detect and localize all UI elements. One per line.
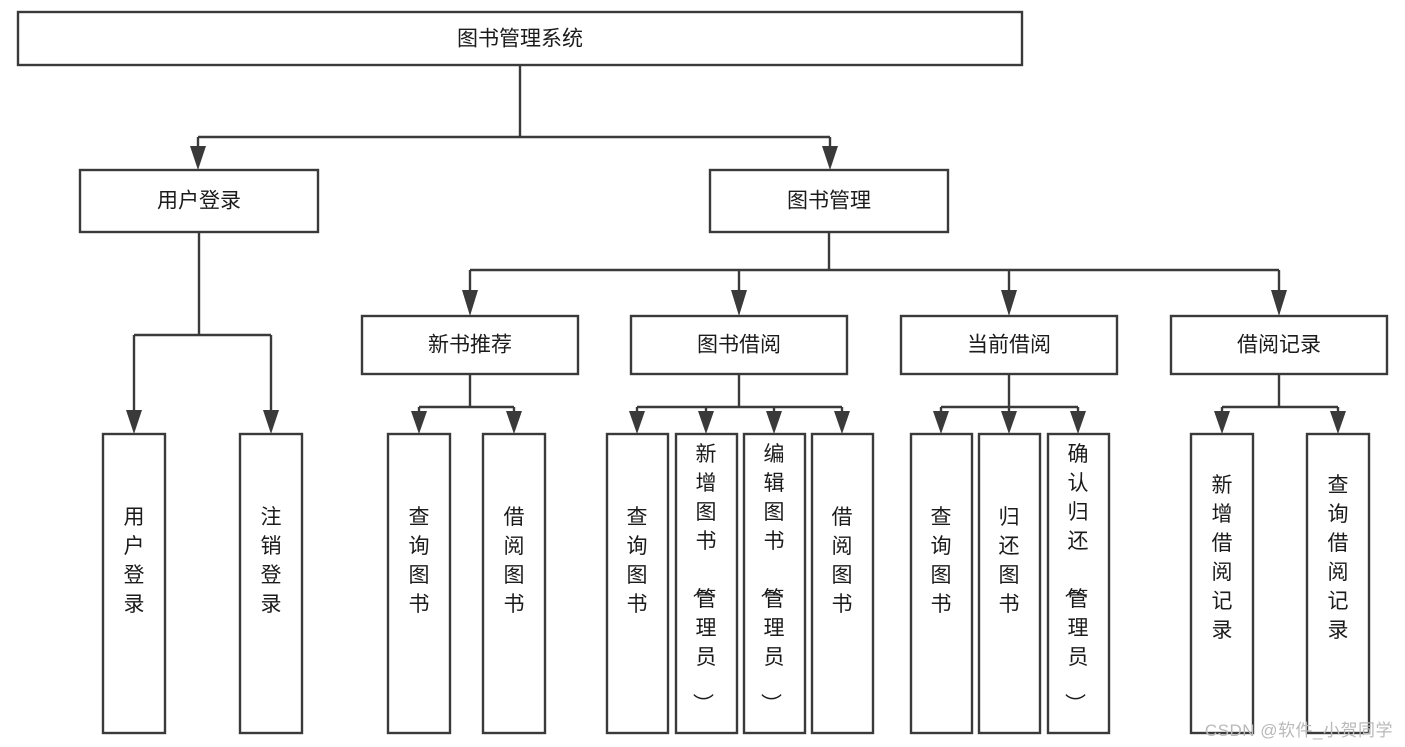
- node-leaf-edit-book-box[interactable]: [742, 432, 807, 735]
- arrow-head-book-manage: [822, 146, 838, 170]
- node-leaf-logout-label: 注销登录: [261, 506, 282, 616]
- node-leaf-return-book-box[interactable]: [977, 432, 1042, 735]
- node-current-borrow-box[interactable]: [899, 314, 1119, 376]
- node-user-login[interactable]: 用户登录: [78, 168, 320, 234]
- arrow-head-leaf-add-record: [1214, 411, 1230, 434]
- arrow-head-leaf-confirm-return: [1070, 411, 1086, 434]
- node-borrow-record[interactable]: 借阅记录: [1169, 314, 1389, 376]
- node-leaf-query-record[interactable]: 查询借阅记录: [1305, 432, 1371, 735]
- node-book-manage-box[interactable]: [708, 168, 950, 234]
- arrow-head-leaf-borrow-book-1: [506, 411, 522, 434]
- node-leaf-borrow-book-2-box[interactable]: [810, 432, 875, 735]
- node-book-borrow-box[interactable]: [629, 314, 849, 376]
- node-root[interactable]: 图书管理系统: [16, 10, 1024, 67]
- node-leaf-user-login-box[interactable]: [101, 432, 167, 735]
- node-leaf-query-book-1-box[interactable]: [386, 432, 452, 735]
- node-leaf-confirm-return[interactable]: 确认归还（管理员）: [1046, 432, 1111, 735]
- node-leaf-return-book[interactable]: 归还图书: [977, 432, 1042, 735]
- node-leaf-return-book-label: 归还图书: [999, 506, 1020, 616]
- node-leaf-edit-book[interactable]: 编辑图书（管理员）: [742, 432, 807, 735]
- node-new-book-recommend-label: 新书推荐: [428, 334, 512, 357]
- arrow-head-borrow-record: [1271, 290, 1287, 316]
- arrow-head-leaf-edit-book: [766, 411, 782, 434]
- node-root-label: 图书管理系统: [457, 28, 583, 51]
- arrow-head-book-borrow: [731, 290, 747, 316]
- node-leaf-query-book-1[interactable]: 查询图书: [386, 432, 452, 735]
- node-user-login-label: 用户登录: [157, 190, 241, 213]
- arrow-head-user-login: [190, 146, 206, 170]
- node-leaf-confirm-return-box[interactable]: [1046, 432, 1111, 735]
- node-current-borrow[interactable]: 当前借阅: [899, 314, 1119, 376]
- node-leaf-query-book-3-label: 查询图书: [931, 506, 952, 616]
- node-leaf-add-book[interactable]: 新增图书（管理员）: [674, 432, 739, 735]
- node-leaf-user-login[interactable]: 用户登录: [101, 432, 167, 735]
- node-book-borrow[interactable]: 图书借阅: [629, 314, 849, 376]
- arrow-head-leaf-query-book-3: [933, 411, 949, 434]
- node-leaf-query-book-3-box[interactable]: [909, 432, 974, 735]
- node-leaf-borrow-book-1-label: 借阅图书: [504, 506, 525, 616]
- node-leaf-logout-box[interactable]: [238, 432, 304, 735]
- node-leaf-query-book-2-label: 查询图书: [627, 506, 648, 616]
- arrow-head-leaf-add-book: [698, 411, 714, 434]
- arrow-head-leaf-query-record: [1330, 411, 1346, 434]
- node-leaf-add-record[interactable]: 新增借阅记录: [1189, 432, 1255, 735]
- arrow-head-leaf-return-book: [1001, 411, 1017, 434]
- node-leaf-borrow-book-1[interactable]: 借阅图书: [481, 432, 547, 735]
- node-leaf-add-book-box[interactable]: [674, 432, 739, 735]
- node-leaf-query-book-3[interactable]: 查询图书: [909, 432, 974, 735]
- arrow-head-current-borrow: [1001, 290, 1017, 316]
- arrow-head-leaf-query-book-2: [629, 411, 645, 434]
- node-leaf-borrow-book-1-box[interactable]: [481, 432, 547, 735]
- node-borrow-record-box[interactable]: [1169, 314, 1389, 376]
- node-current-borrow-label: 当前借阅: [967, 334, 1051, 357]
- node-new-book-recommend-box[interactable]: [360, 314, 580, 376]
- node-leaf-borrow-book-2-label: 借阅图书: [832, 506, 853, 616]
- node-leaf-user-login-label: 用户登录: [124, 506, 145, 616]
- node-leaf-query-record-label: 查询借阅记录: [1328, 474, 1349, 642]
- node-user-login-box[interactable]: [78, 168, 320, 234]
- watermark-text: CSDN @软件_小贺同学: [1204, 721, 1393, 740]
- arrow-head-leaf-query-book-1: [411, 411, 427, 434]
- node-leaf-query-book-2[interactable]: 查询图书: [605, 432, 670, 735]
- node-leaf-add-record-box[interactable]: [1189, 432, 1255, 735]
- arrow-head-leaf-logout: [263, 410, 279, 434]
- node-book-borrow-label: 图书借阅: [697, 334, 781, 357]
- node-root-box[interactable]: [16, 10, 1024, 67]
- node-leaf-query-book-2-box[interactable]: [605, 432, 670, 735]
- node-new-book-recommend[interactable]: 新书推荐: [360, 314, 580, 376]
- node-leaf-query-record-box[interactable]: [1305, 432, 1371, 735]
- node-book-manage[interactable]: 图书管理: [708, 168, 950, 234]
- node-book-manage-label: 图书管理: [787, 190, 871, 213]
- connector-layer: [126, 65, 1346, 434]
- node-leaf-logout[interactable]: 注销登录: [238, 432, 304, 735]
- node-leaf-add-book-label: 新增图书（管理员）: [691, 443, 717, 714]
- node-leaf-add-record-label: 新增借阅记录: [1212, 474, 1233, 642]
- node-leaf-query-book-1-label: 查询图书: [409, 506, 430, 616]
- node-leaf-edit-book-label: 编辑图书（管理员）: [759, 443, 785, 714]
- arrow-head-leaf-user-login: [126, 410, 142, 434]
- arrow-head-leaf-borrow-book-2: [834, 411, 850, 434]
- node-leaf-borrow-book-2[interactable]: 借阅图书: [810, 432, 875, 735]
- node-leaf-confirm-return-label: 确认归还（管理员）: [1063, 443, 1089, 714]
- node-borrow-record-label: 借阅记录: [1237, 334, 1321, 357]
- arrow-head-new-book-recommend: [462, 290, 478, 316]
